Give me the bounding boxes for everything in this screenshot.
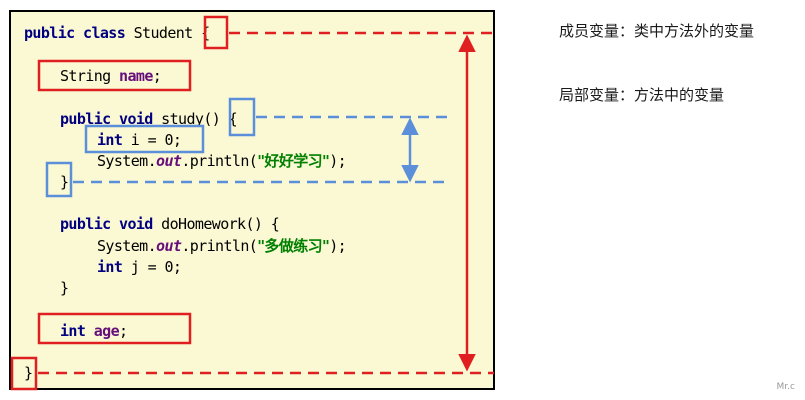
field-name-box — [37, 59, 192, 92]
code-line-println-study: System.out.println("好好学习"); — [97, 152, 347, 170]
code-line-study-method: public void study() { — [60, 110, 238, 128]
code-line-println-homework: System.out.println("多做练习"); — [97, 237, 347, 255]
code-line-class-close: } — [24, 364, 33, 382]
code-line-homework-close: } — [60, 279, 69, 297]
code-line-study-close: } — [60, 173, 69, 191]
code-line-local-i: int i = 0; — [97, 131, 182, 149]
code-line-class-declaration: public class Student { — [24, 24, 210, 42]
code-line-homework-method: public void doHomework() { — [60, 215, 280, 233]
study-open-brace-box — [228, 97, 256, 137]
class-close-brace-box — [10, 356, 38, 391]
local-i-box — [84, 124, 205, 154]
code-line-field-age: int age; — [60, 322, 128, 340]
field-age-box — [37, 312, 192, 345]
code-line-local-j: int j = 0; — [97, 258, 182, 276]
watermark: Mr.c — [776, 382, 795, 392]
local-variable-label: 局部变量：方法中的变量 — [559, 86, 725, 104]
member-variable-label: 成员变量：类中方法外的变量 — [559, 22, 755, 40]
code-line-field-name: String name; — [60, 67, 162, 85]
study-close-brace-box — [45, 161, 73, 198]
code-panel: public class Student { String name; publ… — [9, 10, 495, 390]
class-open-brace-box — [203, 15, 229, 50]
